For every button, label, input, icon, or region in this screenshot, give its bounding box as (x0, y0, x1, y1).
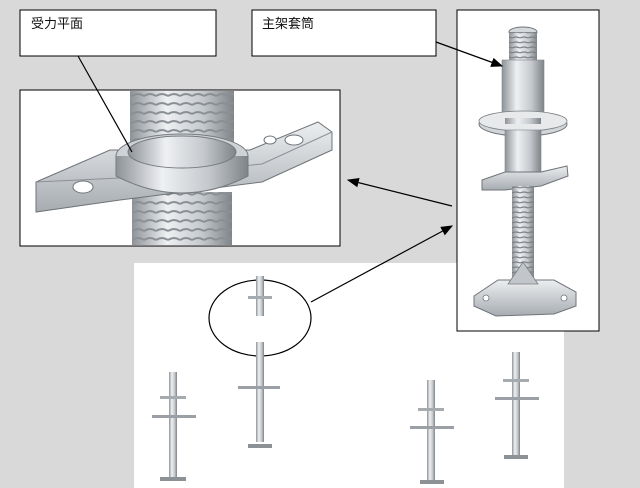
arrow-to-sleeve-panel (310, 225, 454, 303)
detail-panel (19, 89, 341, 247)
jack-small-4 (495, 352, 539, 459)
jack-small-2 (152, 372, 196, 481)
force-plane-label: 受力平面 (31, 17, 83, 32)
main-sleeve-label: 主架套筒 (262, 16, 314, 32)
force-plane-label-box (19, 9, 217, 57)
jack-small-1 (238, 276, 280, 448)
main-sleeve-label-box (251, 9, 437, 57)
main-sleeve-leader (435, 41, 504, 67)
arrow-to-detail (346, 177, 453, 207)
sleeve-panel (456, 9, 600, 332)
force-plane-leader (77, 55, 133, 153)
jack-small-3 (410, 380, 454, 484)
